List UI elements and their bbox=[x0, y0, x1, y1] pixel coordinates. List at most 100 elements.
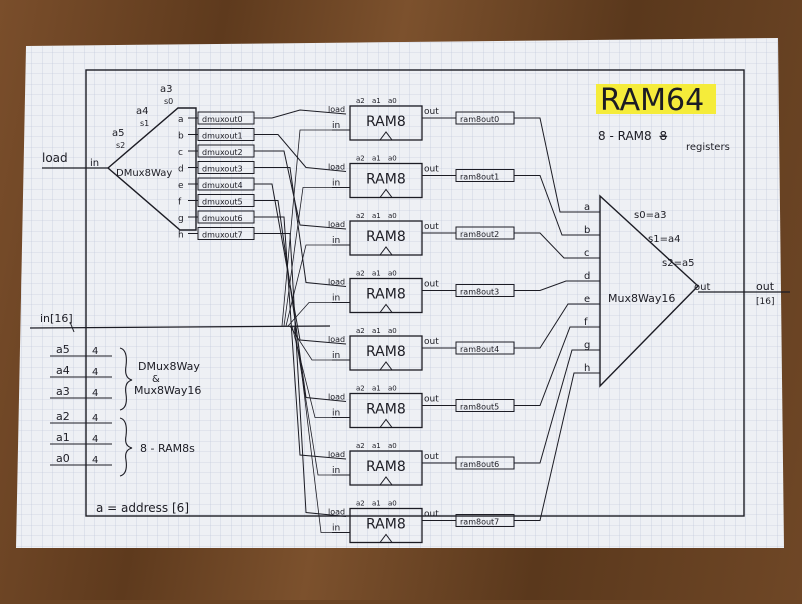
clock-icon bbox=[379, 246, 393, 256]
ram8-out-pin: out bbox=[424, 510, 439, 520]
ram8-load-pin: load bbox=[328, 393, 345, 402]
load-wire-4 bbox=[254, 183, 347, 345]
in-bus-width-mark bbox=[69, 321, 75, 333]
ram8-addr-pin-a1: a1 bbox=[372, 327, 381, 335]
ram8-title: RAM8 bbox=[366, 172, 406, 188]
in-bus-wire bbox=[29, 325, 331, 329]
dmux-selector-bit-1: s1 bbox=[140, 119, 149, 128]
mux-input-b: b bbox=[584, 225, 590, 236]
load-wire-6 bbox=[254, 216, 347, 460]
load-input-label: load bbox=[42, 151, 68, 165]
ram8-in-pin: in bbox=[332, 179, 340, 189]
dmux-selector-a3: a3 bbox=[160, 84, 173, 95]
ram8-addr-pin-a2: a2 bbox=[356, 212, 365, 220]
load-wire-0 bbox=[254, 109, 347, 119]
ram8-out-pin: out bbox=[424, 222, 439, 232]
ram8-out-pin: out bbox=[424, 165, 439, 175]
in-bus-branch-0 bbox=[281, 129, 332, 327]
subtitle-suffix: registers bbox=[686, 142, 730, 153]
ram8-out-pin: out bbox=[424, 337, 439, 347]
ram8-title: RAM8 bbox=[366, 517, 406, 533]
ram8-out-pin: out bbox=[424, 395, 439, 405]
mux8way16-label: Mux8Way16 bbox=[608, 292, 675, 305]
ram8-load-pin: load bbox=[328, 335, 345, 344]
ram8-addr-pin-a2: a2 bbox=[356, 270, 365, 278]
dmux-output-e: e bbox=[178, 181, 184, 191]
load-wire-7 bbox=[254, 233, 347, 517]
group-dmux-mux-line2: & bbox=[152, 374, 160, 385]
ram8-addr-pin-a0: a0 bbox=[388, 270, 397, 278]
subtitle-struck: 8 bbox=[659, 129, 667, 143]
dmux-wire-label-0: dmuxout0 bbox=[202, 115, 243, 124]
mux-input-e: e bbox=[584, 294, 590, 305]
title-highlight bbox=[596, 84, 716, 114]
ram8-addr-pin-a0: a0 bbox=[388, 97, 397, 105]
clock-icon bbox=[379, 418, 393, 428]
ram8-load-pin: load bbox=[328, 220, 345, 229]
ram8-addr-pin-a1: a1 bbox=[372, 270, 381, 278]
ram8-in-pin: in bbox=[332, 236, 340, 246]
ram8-addr-pin-a2: a2 bbox=[356, 327, 365, 335]
clock-icon bbox=[379, 131, 393, 141]
dmux-wire-label-5: dmuxout5 bbox=[202, 198, 243, 207]
clock-icon bbox=[379, 533, 393, 543]
ram8-load-pin: load bbox=[328, 278, 345, 287]
group-dmux-mux-line1: DMux8Way bbox=[138, 360, 200, 373]
dmux-output-f: f bbox=[178, 198, 182, 208]
ram8-title: RAM8 bbox=[366, 287, 406, 303]
ram8-addr-pin-a0: a0 bbox=[388, 327, 397, 335]
ram8-to-mux-wire-2 bbox=[514, 232, 600, 259]
mux-input-a: a bbox=[584, 202, 590, 213]
ram8-in-pin: in bbox=[332, 351, 340, 361]
ram8-load-pin: load bbox=[328, 105, 345, 114]
load-wire-2 bbox=[254, 150, 347, 230]
dmux-output-b: b bbox=[178, 132, 184, 142]
dmux-selector-a5: a5 bbox=[112, 128, 125, 139]
mux-select-0: s0=a3 bbox=[634, 210, 666, 221]
mux-select-1: s1=a4 bbox=[648, 234, 680, 245]
ram8-to-mux-wire-0 bbox=[514, 117, 600, 213]
dmux8way-in-label: in bbox=[90, 158, 99, 169]
ram8-addr-pin-a1: a1 bbox=[372, 442, 381, 450]
address-note: a = address [6] bbox=[96, 501, 189, 515]
ram8-out-label-5: ram8out5 bbox=[460, 403, 499, 412]
ram8-addr-pin-a0: a0 bbox=[388, 212, 397, 220]
ram8-out-label-3: ram8out3 bbox=[460, 288, 499, 297]
address-line-a3: a3 bbox=[56, 385, 70, 398]
dmux-wire-label-1: dmuxout1 bbox=[202, 132, 243, 141]
outer-border bbox=[85, 69, 745, 517]
final-out-label: out bbox=[756, 280, 775, 293]
ram8-out-pin: out bbox=[424, 107, 439, 117]
ram8-addr-pin-a1: a1 bbox=[372, 97, 381, 105]
ram8-in-pin: in bbox=[332, 409, 340, 419]
address-line-a2: a2 bbox=[56, 410, 70, 423]
mux-out-label: out bbox=[694, 282, 710, 293]
ram8-title: RAM8 bbox=[366, 229, 406, 245]
in-bus-branch-2 bbox=[285, 244, 332, 327]
ram8-addr-pin-a1: a1 bbox=[372, 212, 381, 220]
clock-icon bbox=[379, 361, 393, 371]
ram8-to-mux-wire-4 bbox=[514, 303, 600, 349]
ram8-out-label-4: ram8out4 bbox=[460, 345, 499, 354]
dmux-selector-a4: a4 bbox=[136, 106, 149, 117]
dmux-output-c: c bbox=[178, 148, 183, 158]
address-line-width-1: 4 bbox=[92, 367, 98, 378]
ram8-addr-pin-a0: a0 bbox=[388, 155, 397, 163]
address-line-a4: a4 bbox=[56, 364, 70, 377]
dmux8way-shape bbox=[106, 107, 197, 231]
dmux-selector-bit-2: s0 bbox=[164, 97, 173, 106]
clock-icon bbox=[379, 188, 393, 198]
ram8-to-mux-wire-6 bbox=[514, 349, 600, 464]
ram8-in-pin: in bbox=[332, 121, 340, 131]
ram8-load-pin: load bbox=[328, 450, 345, 459]
